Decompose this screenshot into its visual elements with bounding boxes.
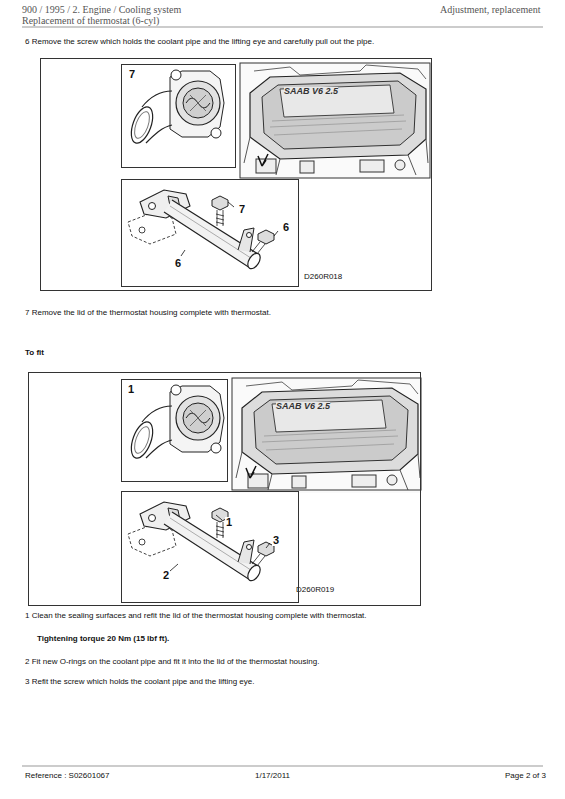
inset-box: 1 — [121, 379, 228, 482]
footer-rule — [22, 766, 543, 767]
leader-lines — [181, 202, 278, 256]
callout-number: 6 — [282, 222, 290, 233]
header-text: Replacement of thermostat (6-cyl) — [22, 15, 159, 26]
engine-frame — [232, 378, 421, 490]
engine-frame — [240, 63, 430, 178]
step-text: 2 Fit new O-rings on the coolant pipe an… — [25, 658, 319, 667]
location-arrow — [246, 466, 256, 478]
engine-logo: SAAB V6 2.5 — [276, 402, 330, 412]
leader-lines — [170, 515, 270, 571]
figure-code: D260R019 — [295, 586, 335, 594]
engine-view — [232, 378, 422, 493]
step-text: 6 Remove the screw which holds the coola… — [25, 38, 374, 47]
step-text: 1 Clean the sealing surfaces and refit t… — [25, 612, 367, 621]
footer-text: Page 2 of 3 — [505, 772, 546, 781]
callout-number: 7 — [238, 204, 246, 215]
figure-frame: D260R018 7 7 6 6 — [40, 58, 432, 291]
inset-box: 1 3 2 — [121, 491, 299, 603]
callout-number: 3 — [272, 535, 280, 546]
figure-frame: D260R019 1 1 3 2 — [28, 372, 421, 606]
header-text: 900 / 1995 / 2. Engine / Cooling system — [22, 4, 181, 15]
inset-box: 7 6 6 — [121, 179, 299, 287]
step-text: 3 Refit the screw which holds the coolan… — [25, 678, 254, 687]
torque-note: Tightening torque 20 Nm (15 lbf ft). — [37, 635, 169, 644]
section-heading: To fit — [25, 349, 44, 358]
callout-number: 7 — [128, 69, 136, 80]
footer-text: 1/17/2011 — [255, 772, 290, 781]
footer-text: Reference : S02601067 — [25, 772, 110, 781]
engine-view — [240, 63, 430, 178]
coolant-pipe — [128, 502, 274, 583]
inset-box: 7 — [121, 64, 236, 168]
engine-logo: SAAB V6 2.5 — [284, 87, 338, 97]
thermostat-lid — [127, 385, 224, 461]
callout-number: 2 — [162, 570, 170, 581]
figure-code: D260R018 — [303, 273, 343, 281]
callout-number: 6 — [174, 258, 182, 269]
location-arrow — [258, 154, 268, 166]
step-text: 7 Remove the lid of the thermostat housi… — [25, 309, 271, 318]
header-rule — [22, 27, 543, 28]
callout-number: 1 — [127, 384, 135, 395]
coolant-pipe — [128, 190, 274, 271]
header-text: Adjustment, replacement — [440, 4, 541, 15]
thermostat-lid — [127, 70, 224, 146]
callout-number: 1 — [225, 517, 233, 528]
